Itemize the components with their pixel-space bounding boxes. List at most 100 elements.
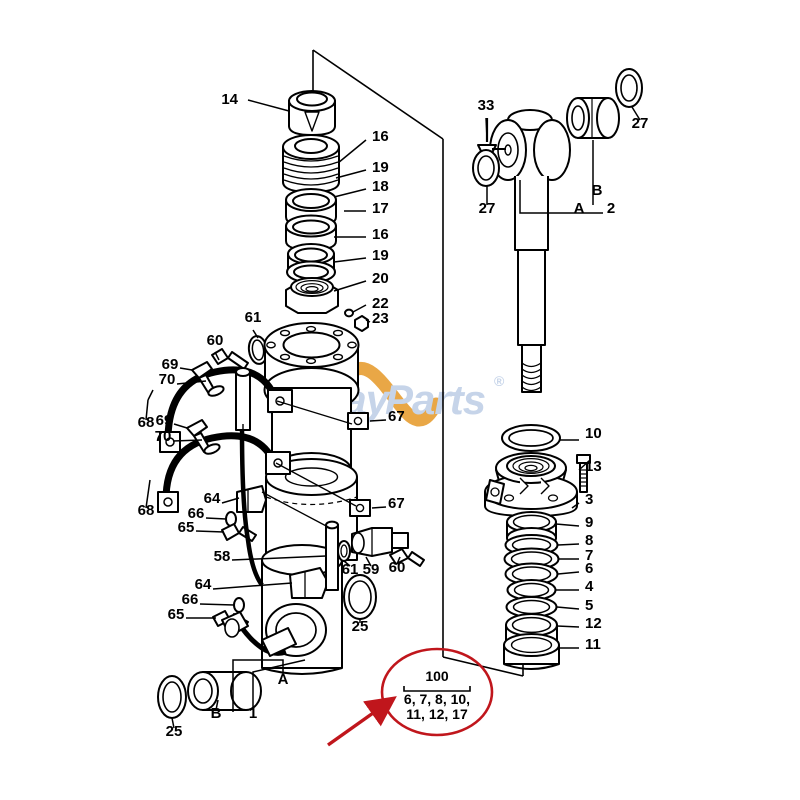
- watermark-swoosh: [345, 362, 443, 427]
- part-18-seal-ring: [285, 214, 337, 251]
- part-22-plug-oring: [344, 308, 354, 318]
- part-callout-58-c58: 58: [214, 548, 231, 565]
- part-callout-A-cA_left: A: [278, 671, 289, 688]
- part-27-oring-right: [615, 68, 643, 108]
- part-10-oring: [501, 424, 561, 452]
- part-20-hex-gland-nut: [285, 277, 339, 314]
- part-callout-69-c69a: 69: [162, 356, 179, 373]
- watermark-registered-mark: ®: [494, 373, 505, 389]
- part-callout-9-c9: 9: [585, 514, 593, 531]
- part-callout-33-c33: 33: [478, 97, 495, 114]
- part-callout-16-c16b: 16: [372, 226, 389, 243]
- part-callout-67-c67b: 67: [388, 495, 405, 512]
- part-69-bolt-upper: [191, 361, 216, 395]
- part-callout-27-c27a: 27: [479, 200, 496, 217]
- part-callout-64-c64b: 64: [195, 576, 212, 593]
- part-callout-64-c64a: 64: [204, 490, 221, 507]
- part-callout-70-c70a: 70: [159, 371, 176, 388]
- part-70-washer-lower: [203, 443, 221, 455]
- part-11-piston-ring: [503, 633, 560, 670]
- part-callout-59-c59: 59: [363, 561, 380, 578]
- part-6-seal: [504, 562, 559, 586]
- part-callout-68-c68a: 68: [138, 414, 155, 431]
- part-66-washer-lower: [233, 597, 245, 613]
- part-callout-69-c69b: 69: [156, 412, 173, 429]
- part-callout-14-c14: 14: [221, 91, 238, 108]
- kit-contents-line-2: 11, 12, 17: [406, 706, 468, 722]
- part-58-hydraulic-tube-2: [325, 520, 339, 591]
- part-3-gland-housing: [484, 452, 578, 517]
- part-25-seal-ring-b: [157, 675, 187, 719]
- part-callout-B-cB_left: B: [211, 705, 222, 722]
- kit-annotation-ellipse: [380, 647, 494, 737]
- watermark-text-parts: Parts: [385, 376, 485, 423]
- part-callout-6-c6: 6: [585, 560, 593, 577]
- part-piston-rod: [517, 249, 546, 393]
- part-27-oring-left: [472, 149, 500, 187]
- part-callout-8-c8: 8: [585, 532, 593, 549]
- part-callout-66-c66b: 66: [182, 591, 199, 608]
- part-callout-13-c13: 13: [585, 458, 602, 475]
- part-callout-23-c23: 23: [372, 310, 389, 327]
- kit-contents-line-1: 6, 7, 8, 10,: [404, 691, 470, 707]
- part-callout-25-c25a: 25: [352, 618, 369, 635]
- part-16-lower-ring: [286, 260, 336, 284]
- part-67-tab-upper: [347, 412, 369, 430]
- part-rod-eye-clevis: [489, 109, 571, 251]
- part-70-washer-upper: [207, 385, 225, 397]
- part-callout-65-c65b: 65: [168, 606, 185, 623]
- part-23-plug: [354, 315, 369, 332]
- part-callout-67-c67a: 67: [388, 408, 405, 425]
- part-callout-25-c25b: 25: [166, 723, 183, 740]
- part-callout-B-cB_right: B: [592, 182, 603, 199]
- part-callout-19-c19a: 19: [372, 159, 389, 176]
- part-60-bolt-fitting: [389, 548, 425, 567]
- part-67-tab-lower: [349, 499, 371, 517]
- part-callout-10-c10: 10: [585, 425, 602, 442]
- left-assembly: [157, 90, 425, 719]
- part-25-seal-ring-a: [343, 574, 377, 620]
- part-callout-19-c19b: 19: [372, 247, 389, 264]
- part-callout-22-c22: 22: [372, 295, 389, 312]
- part-13-bolt: [576, 454, 591, 493]
- part-65-bolt-upper: [221, 523, 257, 542]
- part-callout-4-c4: 4: [585, 578, 594, 595]
- part-callout-2-c2: 2: [607, 200, 615, 217]
- part-16-upper-seal-pack: [282, 134, 340, 193]
- part-callout-68-c68b: 68: [138, 502, 155, 519]
- part-callout-61-c61a: 61: [245, 309, 262, 326]
- leader-lines: [145, 99, 641, 729]
- part-callout-66-c66a: 66: [188, 505, 205, 522]
- part-B-bushing-right: [566, 97, 620, 139]
- part-elbow-fitting: [221, 611, 297, 657]
- part-58-hydraulic-tube: [235, 367, 264, 587]
- part-59-fitting: [351, 527, 409, 557]
- part-callout-7-c7: 7: [585, 547, 593, 564]
- part-61-oring-fitting: [337, 540, 351, 562]
- right-assembly: [472, 68, 643, 670]
- part-60-bolt-upper: [211, 348, 249, 370]
- part-14-end-cap: [288, 90, 336, 136]
- part-callout-16-c16a: 16: [372, 128, 389, 145]
- part-callout-12-c12: 12: [585, 615, 602, 632]
- part-callout-A-cA_right: A: [574, 200, 585, 217]
- part-callout-5-c5: 5: [585, 597, 593, 614]
- part-68-clamp-band-upper: [159, 366, 293, 453]
- kit-annotation: 100 6, 7, 8, 10, 11, 12, 17: [327, 647, 494, 747]
- part-callout-60-c60a: 60: [207, 332, 224, 349]
- part-callout-11-c11: 11: [585, 636, 601, 653]
- part-68-clamp-band-lower: [157, 432, 291, 513]
- part-callout-3-c3: 3: [585, 491, 593, 508]
- part-callout-70-c70b: 70: [155, 428, 172, 445]
- part-callout-17-c17: 17: [372, 200, 389, 217]
- part-callout-20-c20: 20: [372, 270, 389, 287]
- part-callout-65-c65a: 65: [178, 519, 195, 536]
- part-callout-1-c1: 1: [249, 705, 257, 722]
- kit-annotation-arrow: [327, 696, 397, 747]
- kit-bracket: [403, 686, 471, 692]
- part-callout-60-c60b: 60: [389, 559, 406, 576]
- part-callout-61-c61b: 61: [342, 561, 359, 578]
